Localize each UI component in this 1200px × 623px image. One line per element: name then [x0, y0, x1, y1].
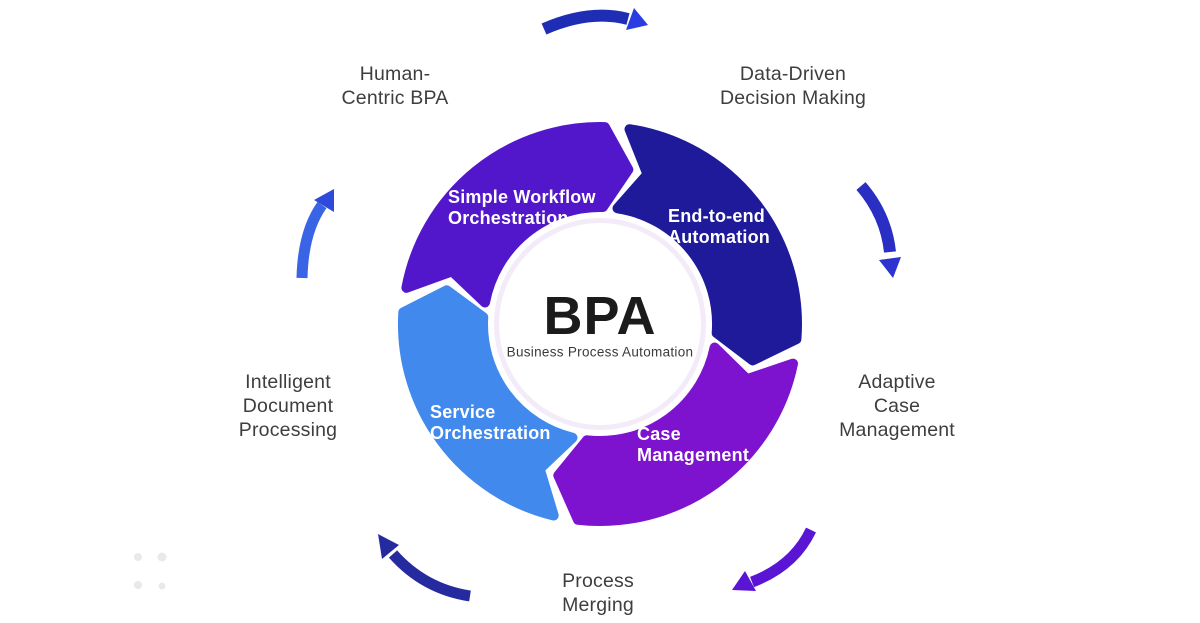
center-acronym: BPA — [543, 286, 657, 346]
segment-service-orchestration — [397, 285, 578, 521]
center-circle — [499, 223, 701, 425]
flow-arrow-bottom-right-icon — [732, 527, 816, 591]
label-adaptive-case-management: Adaptive Case Management — [839, 371, 955, 441]
segment-case-management — [553, 342, 798, 527]
label-data-driven-decision-making: Data-Driven Decision Making — [719, 63, 867, 109]
flow-arrow-left-icon — [296, 189, 334, 279]
flow-arrow-top-icon — [541, 8, 648, 35]
segment-simple-workflow-orchestration — [401, 122, 634, 308]
segment-label-service-orchestration: Service Orchestration — [430, 402, 551, 443]
flow-arrow-right-icon — [856, 182, 901, 278]
process-wheel — [397, 122, 802, 527]
flow-arrow-bottom-left-icon — [378, 534, 471, 602]
watermark-dots — [134, 552, 167, 590]
center-subtitle: Business Process Automation — [506, 344, 694, 360]
label-human-centric-bpa: Human- Centric BPA — [341, 63, 449, 109]
segment-end-to-end-automation — [612, 124, 802, 366]
segment-label-simple-workflow-orchestration: Simple Workflow Orchestration — [448, 187, 596, 228]
segment-label-end-to-end-automation: End-to-end Automation — [668, 206, 770, 247]
segment-label-case-management: Case Management — [637, 424, 750, 465]
label-intelligent-document-processing: Intelligent Document Processing — [238, 371, 338, 441]
label-process-merging: Process Merging — [562, 570, 634, 616]
